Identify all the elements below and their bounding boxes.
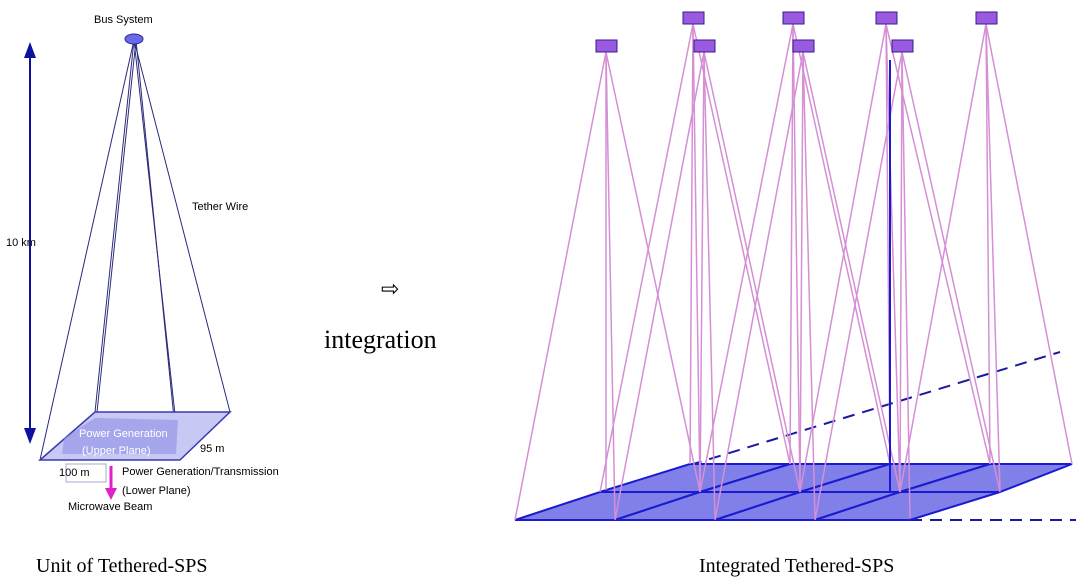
depth-label: 95 m xyxy=(200,443,224,455)
tether-wire-label: Tether Wire xyxy=(192,201,248,213)
bus-box-icon xyxy=(782,11,805,25)
unit-diagram: 10 km Bus System Tether Wire Power Gener… xyxy=(6,14,279,577)
lower-plane-label-2: (Lower Plane) xyxy=(122,485,190,497)
back-panels xyxy=(599,463,1073,493)
width-label: 100 m xyxy=(59,467,90,479)
integrated-bus-boxes xyxy=(595,11,998,53)
height-label: 10 km xyxy=(6,237,36,249)
bus-box-icon xyxy=(792,39,815,53)
integration-arrow-icon: ⇨ xyxy=(381,276,399,301)
integrated-diagram: Integrated Tethered-SPS xyxy=(514,11,1076,577)
integration-arrow-group: ⇨ integration xyxy=(324,276,437,354)
bus-box-icon xyxy=(891,39,914,53)
bus-system-icon xyxy=(124,33,144,45)
integrated-caption: Integrated Tethered-SPS xyxy=(699,555,894,577)
width-label-box xyxy=(65,463,107,483)
integrated-tether-wires xyxy=(514,23,1073,521)
microwave-beam-arrow xyxy=(105,466,117,500)
bus-system-label: Bus System xyxy=(94,14,153,26)
unit-tether-wires xyxy=(39,39,231,461)
lower-plane-label-1: Power Generation/Transmission xyxy=(122,466,279,478)
upper-plane-highlight xyxy=(62,418,178,454)
integration-label: integration xyxy=(324,325,437,354)
front-panels xyxy=(514,491,1001,521)
height-dimension-arrow xyxy=(24,42,36,444)
bus-box-icon xyxy=(595,39,618,53)
bus-box-icon xyxy=(693,39,716,53)
bus-box-icon xyxy=(875,11,898,25)
extension-dashes xyxy=(689,351,1076,521)
microwave-beam-label: Microwave Beam xyxy=(68,501,152,513)
unit-caption: Unit of Tethered-SPS xyxy=(36,555,208,577)
upper-plane-label-1: Power Generation xyxy=(79,428,168,440)
bus-box-icon xyxy=(975,11,998,25)
upper-plane-label-2: (Upper Plane) xyxy=(82,445,150,457)
bus-box-icon xyxy=(682,11,705,25)
